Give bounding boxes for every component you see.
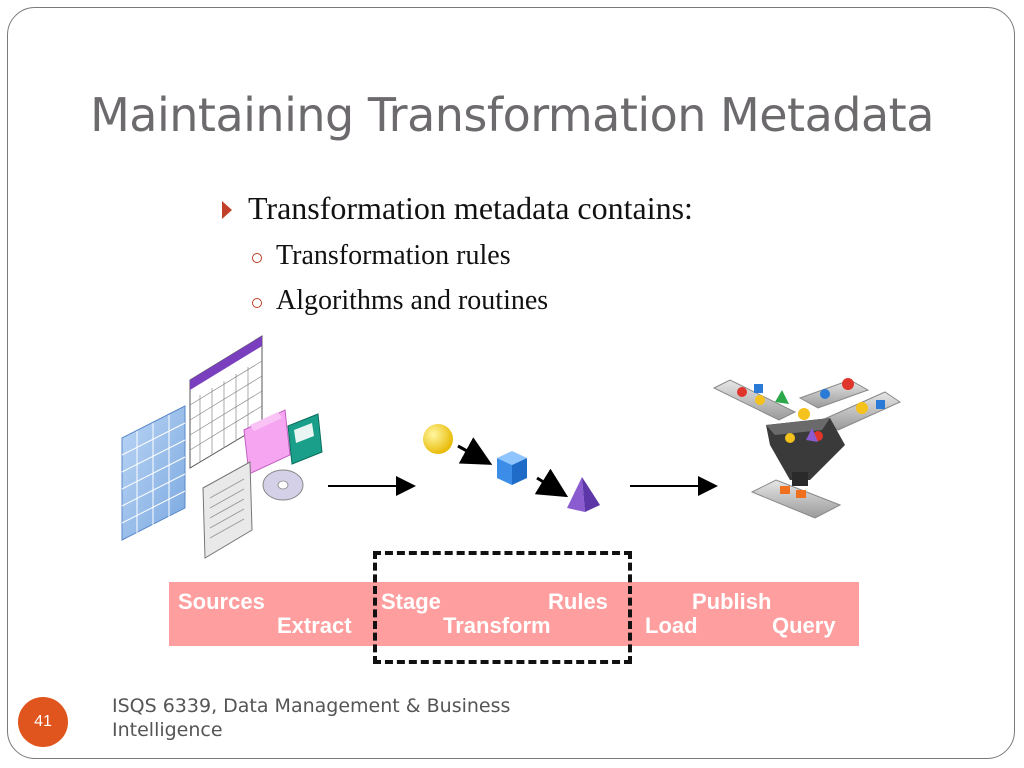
footer-course-text: ISQS 6339, Data Management & Business In… bbox=[112, 695, 511, 741]
spreadsheet-icon bbox=[189, 335, 263, 469]
process-band bbox=[169, 582, 859, 646]
folder-icon bbox=[243, 409, 291, 475]
blue-sheet-icon bbox=[121, 405, 186, 541]
page-number-badge: 41 bbox=[18, 697, 68, 747]
document-icon bbox=[202, 461, 253, 559]
bullet-sub-2-text: Algorithms and routines bbox=[276, 285, 549, 316]
cd-icon bbox=[262, 469, 304, 501]
band-label-extract: Extract bbox=[277, 613, 352, 638]
bullet-arrow-icon bbox=[222, 200, 232, 219]
conveyor-funnel-icon bbox=[712, 378, 902, 519]
bullet-sub-2: Algorithms and routines bbox=[252, 285, 548, 317]
arrow-icon bbox=[457, 437, 493, 465]
floppy-disk-icon bbox=[287, 413, 323, 465]
bullet-sub-1: Transformation rules bbox=[252, 240, 511, 272]
bullet-main-text: Transformation metadata contains: bbox=[248, 190, 693, 226]
pyramid-icon bbox=[567, 477, 600, 512]
bullet-main: Transformation metadata contains: bbox=[222, 190, 693, 227]
slide-title: Maintaining Transformation Metadata bbox=[90, 88, 934, 142]
cube-icon bbox=[497, 451, 527, 485]
slide-frame bbox=[7, 7, 1015, 759]
band-label-stage: Stage bbox=[381, 589, 441, 614]
transform-highlight-box bbox=[373, 551, 632, 664]
bullet-circle-icon bbox=[252, 298, 262, 308]
sphere-icon bbox=[423, 424, 453, 454]
bullet-sub-1-text: Transformation rules bbox=[276, 240, 511, 271]
band-label-publish: Publish bbox=[692, 589, 772, 614]
band-label-load: Load bbox=[645, 613, 698, 638]
arrow-icon bbox=[534, 468, 569, 498]
band-label-sources: Sources bbox=[178, 589, 265, 614]
band-label-query: Query bbox=[772, 613, 836, 638]
band-label-transform: Transform bbox=[443, 613, 551, 638]
band-label-rules: Rules bbox=[548, 589, 608, 614]
bullet-circle-icon bbox=[252, 253, 262, 263]
